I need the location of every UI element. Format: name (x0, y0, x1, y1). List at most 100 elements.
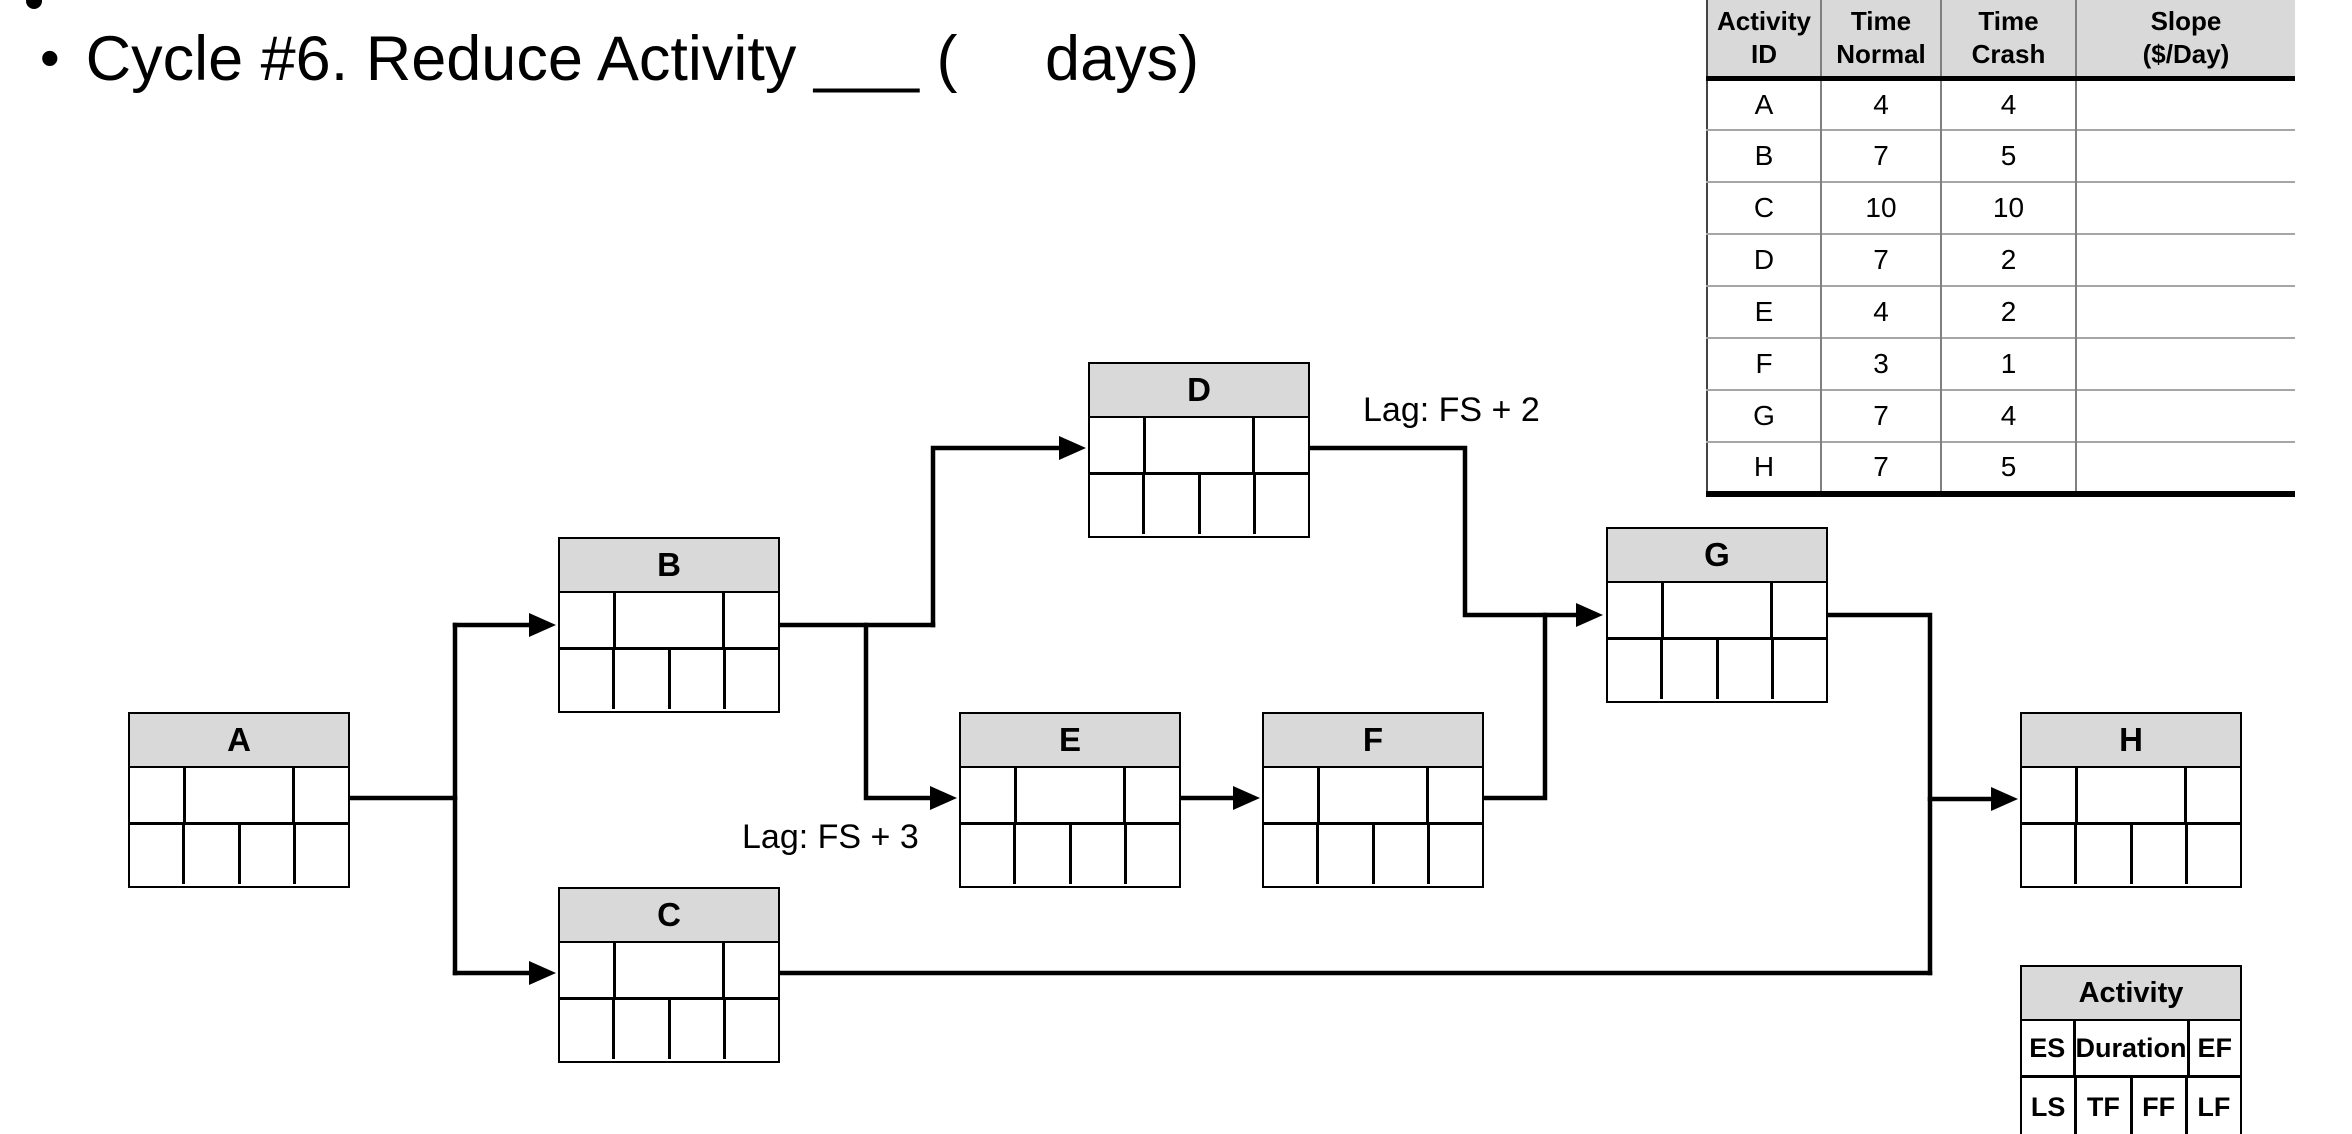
table-cell-slope (2075, 78, 2295, 130)
table-cell-crash: 2 (1940, 285, 2076, 338)
node-es-duration-ef-row (560, 593, 778, 650)
node-es-cell (1090, 418, 1146, 472)
node-es-cell (130, 768, 186, 822)
node-duration-cell (1664, 583, 1773, 637)
legend-lf-cell: LF (2184, 1078, 2240, 1134)
node-es-cell (560, 943, 616, 997)
node-ff-cell (1715, 640, 1771, 699)
node-es-cell (560, 593, 616, 647)
lag-label-b-e: Lag: FS + 3 (742, 818, 919, 856)
table-cell-id: C (1707, 181, 1821, 234)
legend-es-duration-ef-row: ES Duration EF (2022, 1021, 2240, 1078)
node-duration-cell (1017, 768, 1126, 822)
node-lf-cell (292, 825, 348, 884)
cropped-glyph-fragment (26, 0, 42, 9)
node-ls-cell (1264, 825, 1316, 884)
node-ff-cell (667, 650, 723, 709)
activity-node-H: H (2020, 712, 2242, 888)
node-ef-cell (1126, 768, 1179, 822)
node-duration-cell (616, 593, 725, 647)
activity-node-label: H (2022, 714, 2240, 768)
node-ff-cell (667, 1000, 723, 1059)
activity-node-C: C (558, 887, 780, 1063)
legend-duration-cell: Duration (2076, 1021, 2190, 1075)
node-ls-tf-ff-lf-row (1264, 825, 1482, 884)
node-ff-cell (2129, 825, 2185, 884)
node-lf-cell (1252, 475, 1308, 534)
page-title: Cycle #6. Reduce Activity ___ ( days) (85, 24, 1200, 94)
col-header-slope: Slope ($/Day) (2075, 0, 2295, 81)
node-duration-cell (616, 943, 725, 997)
legend-ff-cell: FF (2129, 1078, 2185, 1134)
legend-ls-cell: LS (2030, 1092, 2066, 1122)
node-es-cell (1608, 583, 1664, 637)
table-cell-slope (2075, 337, 2295, 390)
table-cell-id: B (1707, 129, 1821, 182)
node-lf-cell (722, 650, 778, 709)
table-cell-id: G (1707, 389, 1821, 442)
table-cell-slope (2075, 233, 2295, 286)
lag-label-d-g: Lag: FS + 2 (1363, 391, 1540, 429)
legend-ls-tf-ff-lf-row: LS TF FF LF (2022, 1078, 2240, 1134)
node-duration-cell (186, 768, 295, 822)
activity-node-B: B (558, 537, 780, 713)
activity-node-label: E (961, 714, 1179, 768)
activity-node-label: D (1090, 364, 1308, 418)
col-header-activity-id: Activity ID (1707, 0, 1821, 81)
node-ff-cell (1371, 825, 1427, 884)
table-cell-slope (2075, 181, 2295, 234)
node-ef-cell (1773, 583, 1826, 637)
node-ff-cell (1068, 825, 1124, 884)
node-duration-cell (1320, 768, 1429, 822)
node-ls-tf-ff-lf-row (1608, 640, 1826, 699)
legend-box: Activity ES Duration EF LS TF FF LF (2020, 965, 2242, 1134)
node-tf-cell (1316, 825, 1371, 884)
node-ls-tf-ff-lf-row (130, 825, 348, 884)
node-lf-cell (1123, 825, 1179, 884)
table-cell-normal: 4 (1820, 78, 1941, 130)
node-tf-cell (612, 1000, 667, 1059)
node-tf-cell (1660, 640, 1715, 699)
node-ls-cell (1090, 475, 1142, 534)
table-cell-normal: 7 (1820, 441, 1941, 494)
table-cell-id: E (1707, 285, 1821, 338)
table-cell-slope (2075, 285, 2295, 338)
node-ls-tf-ff-lf-row (560, 650, 778, 709)
node-duration-cell (2078, 768, 2187, 822)
node-tf-cell (612, 650, 667, 709)
node-es-duration-ef-row (130, 768, 348, 825)
table-cell-normal: 7 (1820, 389, 1941, 442)
col-header-time-crash: Time Crash (1940, 0, 2076, 81)
activity-node-label: A (130, 714, 348, 768)
table-cell-crash: 5 (1940, 129, 2076, 182)
table-cell-crash: 10 (1940, 181, 2076, 234)
node-ls-cell (2022, 825, 2074, 884)
node-es-cell (961, 768, 1017, 822)
node-ff-cell (237, 825, 293, 884)
crash-table: Activity ID Time Normal Time Crash Slope… (1706, 0, 2295, 497)
node-ls-cell (130, 825, 182, 884)
activity-node-F: F (1262, 712, 1484, 888)
node-ls-tf-ff-lf-row (2022, 825, 2240, 884)
bullet-icon: • (40, 26, 60, 89)
node-ls-cell (961, 825, 1013, 884)
node-es-duration-ef-row (1090, 418, 1308, 475)
table-cell-id: D (1707, 233, 1821, 286)
node-ls-cell (1608, 640, 1660, 699)
node-es-duration-ef-row (961, 768, 1179, 825)
activity-node-E: E (959, 712, 1181, 888)
table-cell-slope (2075, 129, 2295, 182)
arrowheads (529, 436, 2018, 985)
table-cell-id: H (1707, 441, 1821, 494)
table-cell-slope (2075, 441, 2295, 494)
col-header-time-normal: Time Normal (1820, 0, 1941, 81)
node-ef-cell (1429, 768, 1482, 822)
legend-title: Activity (2022, 967, 2240, 1021)
